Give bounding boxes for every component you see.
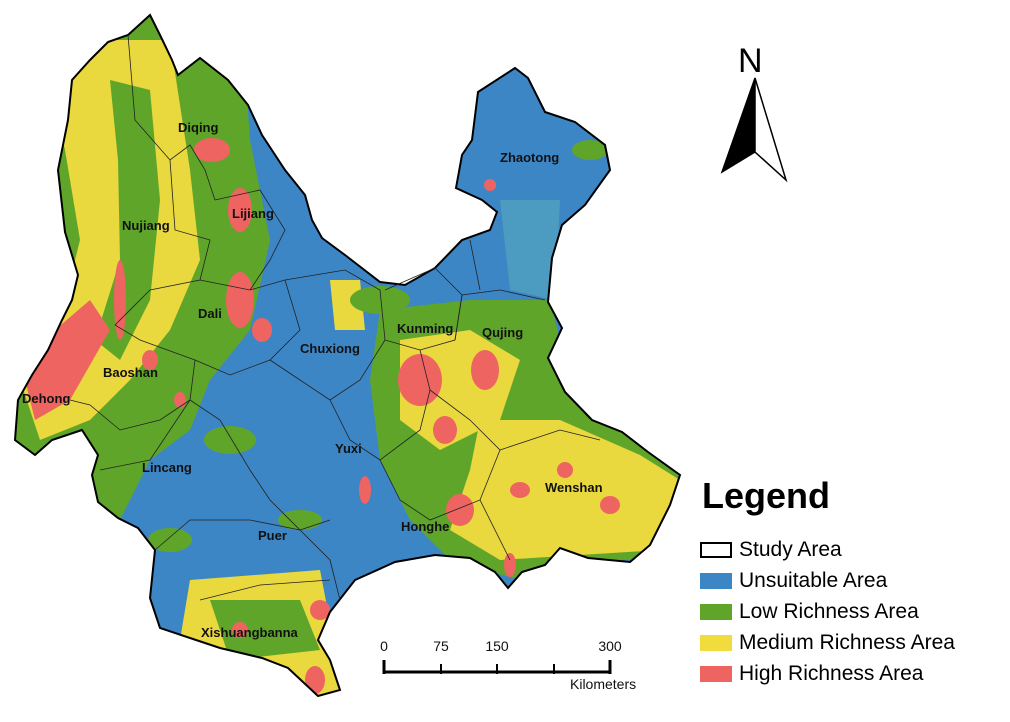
medium-richness-wenshan xyxy=(450,420,680,560)
region-label-nujiang: Nujiang xyxy=(122,218,170,233)
high-spot-wenshan-3 xyxy=(557,462,573,478)
high-richness-spots xyxy=(20,138,620,694)
high-spot-yuxi xyxy=(433,416,457,444)
north-label: N xyxy=(738,42,763,80)
high-spot-xsbn-1 xyxy=(310,600,330,620)
legend-swatch-low xyxy=(700,603,732,620)
region-label-lijiang: Lijiang xyxy=(232,206,274,221)
legend-swatch-study-area xyxy=(700,541,732,558)
region-label-kunming: Kunming xyxy=(397,321,453,336)
legend-swatch-medium xyxy=(700,634,732,651)
high-spot-kunming xyxy=(398,354,442,406)
north-arrow-right-half xyxy=(754,77,788,183)
legend-item-study-area: Study Area xyxy=(700,534,955,565)
legend-label: Medium Richness Area xyxy=(739,630,955,654)
region-label-honghe: Honghe xyxy=(401,519,449,534)
high-spot-lijiang xyxy=(228,188,252,232)
boundary-line xyxy=(214,189,286,291)
legend-title: Legend xyxy=(702,475,831,516)
prefecture-boundaries xyxy=(69,34,601,601)
low-patch-2 xyxy=(204,426,256,454)
high-spot-baoshan xyxy=(142,350,158,370)
high-spot-nujiang xyxy=(114,260,126,340)
scale-tick-label-300: 300 xyxy=(598,638,622,654)
boundary-line xyxy=(454,289,546,341)
boundary-line xyxy=(269,269,386,401)
scale-tick-label-75: 75 xyxy=(433,638,449,654)
legend-item-low: Low Richness Area xyxy=(700,596,955,627)
high-spot-zhaotong xyxy=(484,179,496,191)
region-label-wenshan: Wenshan xyxy=(545,480,603,495)
boundary-line xyxy=(69,324,196,431)
low-richness-south xyxy=(210,600,320,660)
legend-item-high: High Richness Area xyxy=(700,658,955,689)
low-patch-5 xyxy=(572,140,608,160)
legend-swatch-unsuitable xyxy=(700,572,732,589)
region-label-qujing: Qujing xyxy=(482,325,523,340)
legend-label: High Richness Area xyxy=(739,661,924,685)
north-arrow-left-half xyxy=(720,77,756,174)
boundary-line xyxy=(154,519,341,601)
boundary-line xyxy=(329,349,431,461)
boundary-line xyxy=(127,34,216,201)
high-spot-wenshan-2 xyxy=(600,496,620,514)
region-labels: Diqing Zhaotong Lijiang Nujiang Dali Kun… xyxy=(22,120,603,640)
legend: Legend Study Area Unsuitable Area Low Ri… xyxy=(700,476,955,689)
scale-unit-label: Kilometers xyxy=(570,676,636,692)
region-label-diqing: Diqing xyxy=(178,120,218,135)
high-spot-xsbn-2 xyxy=(305,666,325,694)
high-spot-honghe xyxy=(446,494,474,526)
legend-label: Low Richness Area xyxy=(739,599,919,623)
low-richness-nujiang xyxy=(95,80,160,360)
region-label-zhaotong: Zhaotong xyxy=(500,150,559,165)
scale-bar: 0 75 150 300 Kilometers xyxy=(380,638,636,692)
high-spot-wenshan-1 xyxy=(510,482,530,498)
suitability-raster xyxy=(15,15,680,696)
legend-item-unsuitable: Unsuitable Area xyxy=(700,565,955,596)
low-patch-1 xyxy=(350,286,410,314)
high-spot-yuxi-2 xyxy=(359,476,371,504)
low-patch-3 xyxy=(278,510,322,530)
region-label-xishuangbanna: Xishuangbanna xyxy=(201,625,299,640)
region-label-chuxiong: Chuxiong xyxy=(300,341,360,356)
region-label-puer: Puer xyxy=(258,528,287,543)
boundary-line xyxy=(199,579,331,601)
boundary-line xyxy=(114,159,211,326)
region-label-lincang: Lincang xyxy=(142,460,192,475)
legend-label: Unsuitable Area xyxy=(739,568,888,592)
region-label-dehong: Dehong xyxy=(22,391,70,406)
high-spot-dali xyxy=(226,272,254,328)
legend-label: Study Area xyxy=(739,537,842,561)
scale-tick-label-0: 0 xyxy=(380,638,388,654)
region-label-baoshan: Baoshan xyxy=(103,365,158,380)
high-spot-baoshan-2 xyxy=(174,392,186,408)
boundary-line xyxy=(194,279,301,376)
boundary-line xyxy=(469,239,481,291)
unsuitable-zhaotong xyxy=(500,200,560,300)
boundary-line xyxy=(499,429,601,451)
legend-item-medium: Medium Richness Area xyxy=(700,627,955,658)
scale-tick-label-150: 150 xyxy=(485,638,509,654)
high-spot-dali-2 xyxy=(252,318,272,342)
boundary-line xyxy=(99,399,191,471)
high-spot-qujing xyxy=(471,350,499,390)
high-spot-honghe-2 xyxy=(504,553,516,577)
boundary-line xyxy=(479,499,511,561)
region-label-yuxi: Yuxi xyxy=(335,441,362,456)
region-label-dali: Dali xyxy=(198,306,222,321)
high-spot-diqing xyxy=(194,138,230,162)
high-spot-xsbn-3 xyxy=(232,622,248,638)
high-spot-dehong xyxy=(20,300,110,420)
north-arrow: N xyxy=(720,42,788,183)
boundary-line xyxy=(189,399,331,531)
low-patch-4 xyxy=(148,528,192,552)
legend-swatch-high xyxy=(700,665,732,682)
